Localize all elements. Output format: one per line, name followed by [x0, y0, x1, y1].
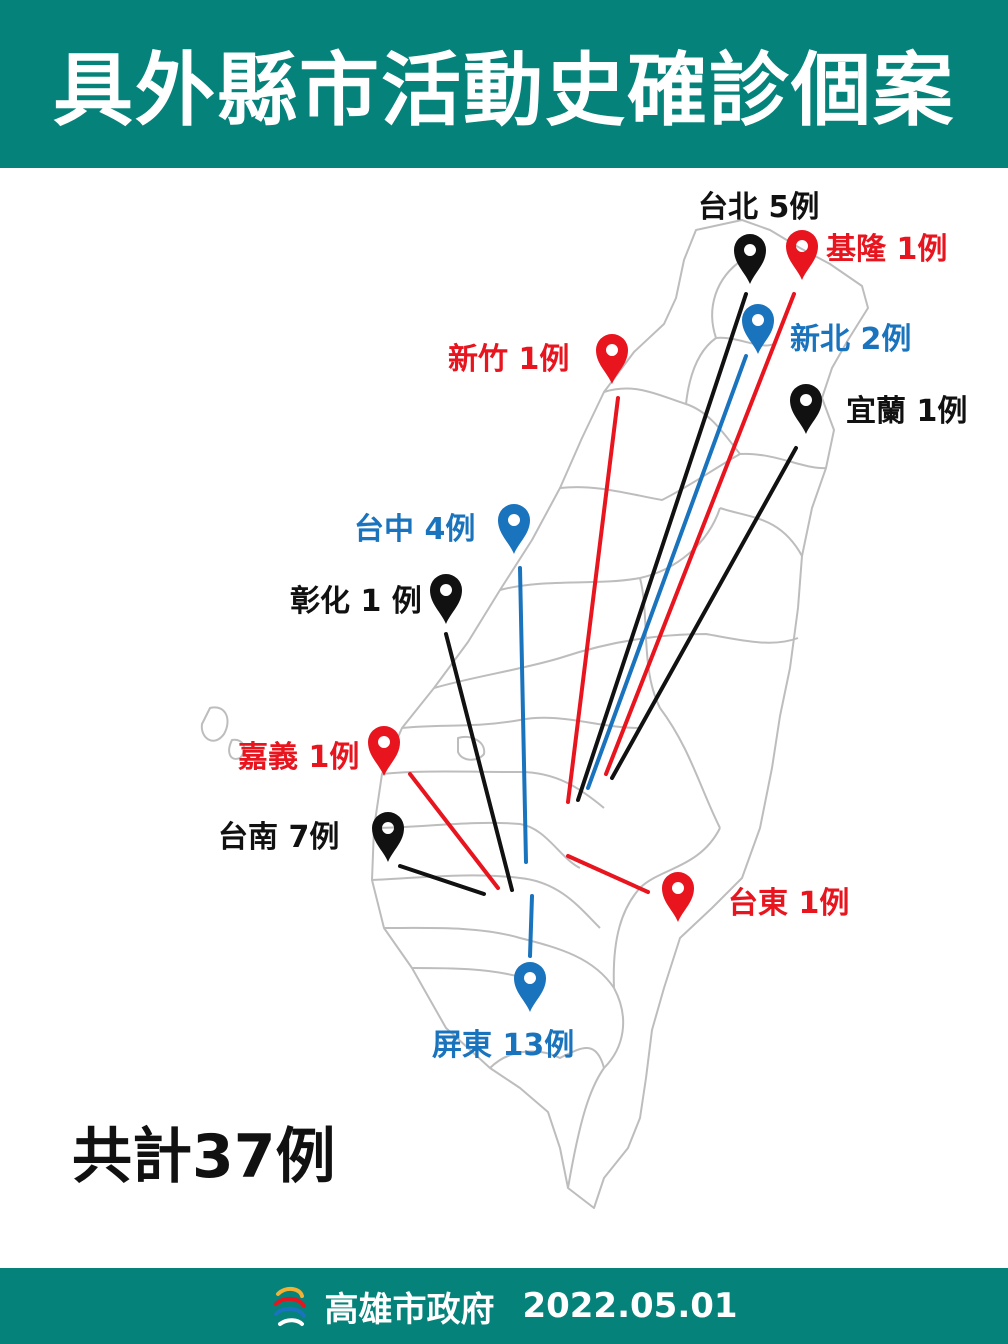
line-taitung	[566, 854, 650, 894]
map-pin-icon	[790, 384, 822, 434]
line-taipei	[576, 292, 748, 802]
page-title: 具外縣市活動史確診個案	[53, 44, 955, 137]
map-pin-icon	[662, 872, 694, 922]
taiwan-outline-map	[200, 219, 869, 1209]
label-tainan: 台南 7例	[218, 820, 340, 855]
map-pin-icon	[514, 962, 546, 1012]
kaohsiung-city-logo-icon	[274, 1287, 307, 1326]
line-tainan	[398, 864, 486, 896]
map-pin-icon	[786, 230, 818, 280]
taiwan-map: 台北 5例 基隆 1例 新北 2例 新竹 1例 宜蘭 1例 台中 4例 彰化 1…	[0, 168, 1008, 1268]
line-changhua	[444, 632, 514, 892]
line-yilan	[610, 446, 798, 780]
map-pin-icon	[596, 334, 628, 384]
label-pingtung: 屏東 13例	[432, 1028, 575, 1063]
footer-bar: 高雄市政府 2022.05.01	[0, 1268, 1008, 1344]
line-taichung	[518, 566, 528, 864]
total-count: 共計37例	[72, 1122, 336, 1192]
label-changhua: 彰化 1 例	[290, 584, 422, 619]
map-pin-icon	[742, 304, 774, 354]
line-keelung	[604, 292, 796, 776]
label-new-taipei: 新北 2例	[790, 322, 912, 357]
label-chiayi: 嘉義 1例	[238, 740, 360, 775]
line-new-taipei	[586, 354, 748, 790]
line-pingtung	[528, 894, 534, 958]
map-pin-icon	[430, 574, 462, 624]
line-chiayi	[408, 772, 500, 890]
label-hsinchu: 新竹 1例	[448, 342, 570, 377]
label-taitung: 台東 1例	[728, 886, 850, 921]
header-banner: 具外縣市活動史確診個案	[0, 0, 1008, 168]
map-pin-icon	[734, 234, 766, 284]
label-taichung: 台中 4例	[354, 512, 476, 547]
map-pin-icon	[368, 726, 400, 776]
label-yilan: 宜蘭 1例	[846, 394, 968, 429]
org-name: 高雄市政府	[324, 1289, 495, 1330]
map-pin-icon	[372, 812, 404, 862]
label-taipei: 台北 5例	[698, 190, 820, 225]
label-keelung: 基隆 1例	[826, 232, 948, 267]
map-pin-icon	[498, 504, 530, 554]
line-hsinchu	[566, 396, 620, 804]
publish-date: 2022.05.01	[522, 1286, 738, 1326]
connector-lines	[398, 292, 798, 958]
